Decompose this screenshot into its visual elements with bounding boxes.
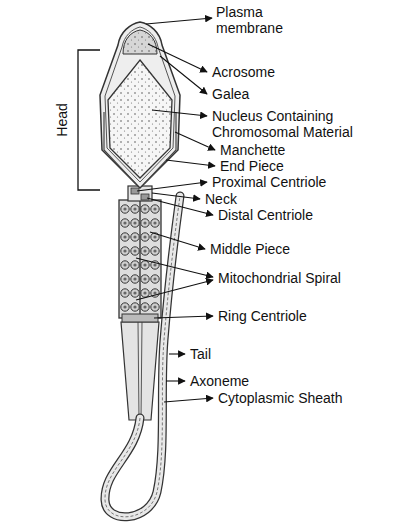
- part-label: Tail: [190, 346, 211, 362]
- region-label: Head: [54, 103, 70, 136]
- tail-drawing: [105, 196, 180, 517]
- middle-piece-drawing: [119, 200, 161, 322]
- part-label: Distal Centriole: [218, 207, 313, 223]
- part-label: Ring Centriole: [218, 308, 307, 324]
- part-label: Middle Piece: [210, 241, 290, 257]
- part-label: Nucleus Containing Chromosomal Material: [212, 108, 380, 140]
- part-label: Neck: [205, 191, 237, 207]
- part-label: Cytoplasmic Sheath: [218, 390, 343, 406]
- part-label: Axoneme: [190, 373, 249, 389]
- part-label: Proximal Centriole: [212, 174, 326, 190]
- part-label: Acrosome: [212, 64, 275, 80]
- part-label: Mitochondrial Spiral: [218, 270, 341, 286]
- part-label: Plasma membrane: [216, 4, 306, 36]
- head-bracket: [78, 50, 100, 190]
- leader-lines: [136, 18, 215, 402]
- part-label: End Piece: [220, 158, 284, 174]
- part-label: Galea: [212, 86, 249, 102]
- part-label: Manchette: [220, 142, 285, 158]
- head-drawing: [100, 22, 180, 188]
